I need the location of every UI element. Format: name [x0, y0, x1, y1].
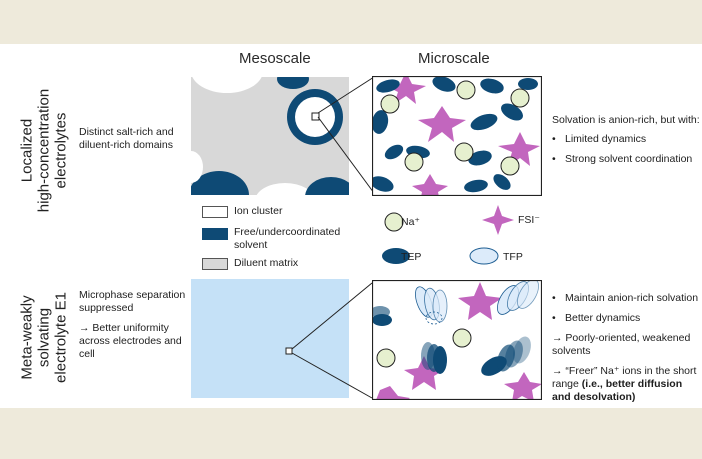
tep-icon: [382, 248, 410, 264]
legend-free-solvent: Free/undercoordinated solvent: [234, 226, 341, 251]
row1-title: Localized high-concentration electrolyte…: [18, 88, 70, 213]
zoom-lines-row2: [285, 282, 373, 399]
microscale-header: Microscale: [418, 50, 490, 67]
row1-bullet: •Limited dynamics: [552, 133, 647, 145]
row2-summary: •Maintain anion-rich solvation •Better d…: [552, 292, 700, 404]
tfp-icon: [469, 247, 499, 265]
na-icon: [384, 212, 404, 232]
row2-note-na: → “Freer” Na⁺ ions in the short range (i…: [552, 365, 697, 403]
legend-tfp: TFP: [503, 251, 523, 263]
row2-title: Meta-weakly solvating electrolyte E1: [18, 292, 70, 383]
legend-fsi: FSI⁻: [518, 214, 540, 226]
row2-bullet: •Better dynamics: [552, 312, 641, 324]
ion-cluster-swatch: [202, 206, 228, 218]
row2-note-solvents: → Poorly-oriented, weakened solvents: [552, 332, 691, 357]
free-solvent-swatch: [202, 228, 228, 240]
row2-description: Microphase separation suppressed → Bette…: [79, 289, 186, 360]
row1-summary: Solvation is anion-rich, but with: •Limi…: [552, 114, 702, 173]
microscale-lhce-box: [372, 76, 542, 196]
legend-diluent-matrix: Diluent matrix: [234, 257, 299, 269]
legend-tep: TEP: [401, 251, 422, 263]
diluent-matrix-swatch: [202, 258, 228, 270]
row1-bullet: •Strong solvent coordination: [552, 153, 693, 165]
row2-bullet: •Maintain anion-rich solvation: [552, 292, 699, 304]
zoom-lines-row1: [317, 76, 375, 194]
microscale-legend-icons: [382, 205, 514, 265]
fsi-icon: [482, 205, 514, 235]
legend-ion-cluster: Ion cluster: [234, 205, 283, 217]
legend-na: Na⁺: [401, 216, 420, 228]
mesoscale-e1-box: [191, 279, 349, 398]
mesoscale-header: Mesoscale: [239, 50, 311, 67]
microscale-e1-box: [372, 280, 542, 400]
figure-panel: [0, 44, 702, 408]
row1-description: Distinct salt-rich and diluent-rich doma…: [79, 126, 174, 151]
